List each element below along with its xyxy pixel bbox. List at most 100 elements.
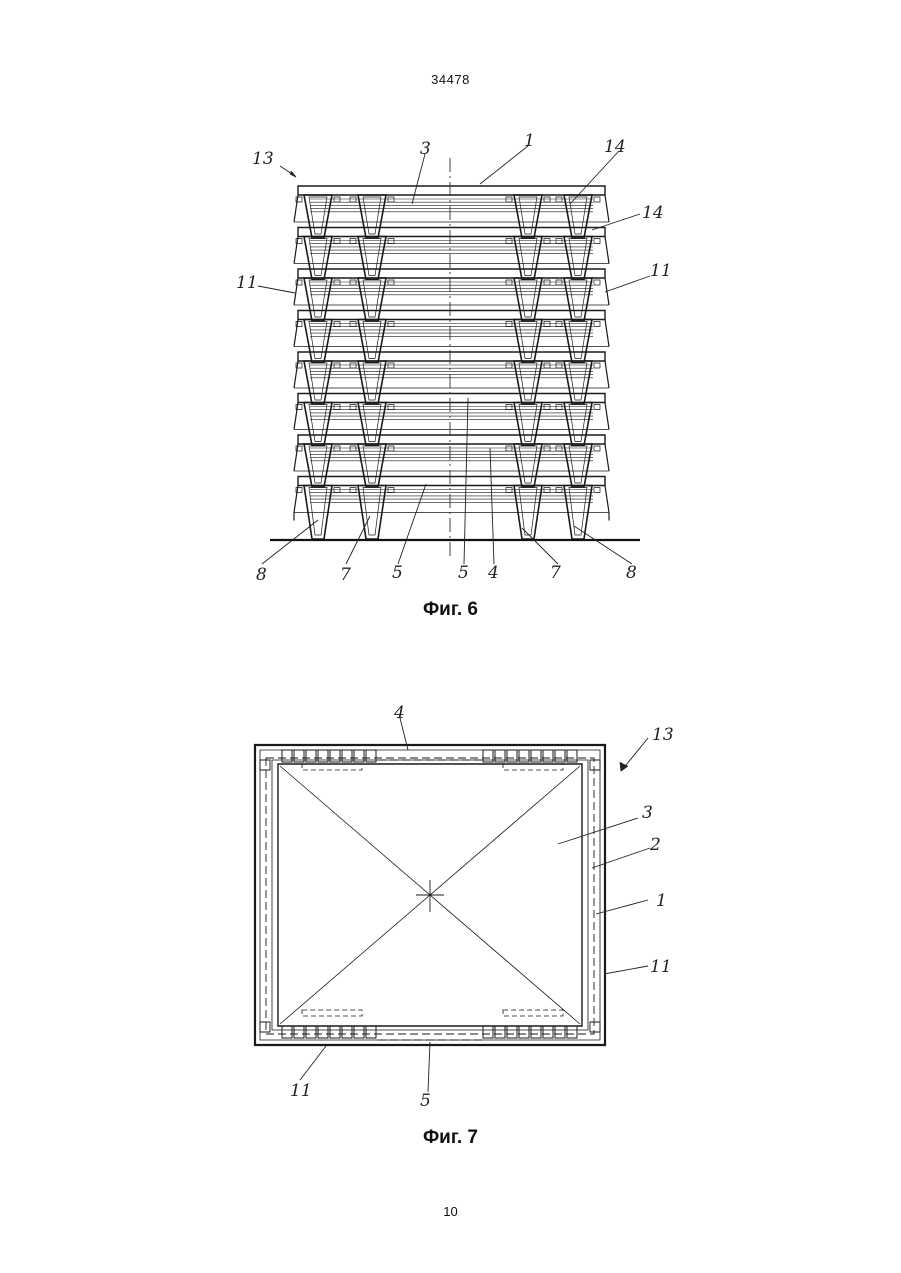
label-11-left: 11 bbox=[236, 273, 258, 293]
pallet-leg bbox=[514, 403, 542, 446]
pallet-leg-inner bbox=[309, 363, 327, 400]
fastener-block bbox=[594, 280, 600, 285]
figure-7-pallet-plan-drawing: 4 13 3 2 1 11 11 5 bbox=[200, 700, 700, 1125]
pallet-leg-inner bbox=[309, 239, 327, 276]
label-14-lower: 14 bbox=[642, 203, 664, 223]
pallet-leg-inner bbox=[519, 363, 537, 400]
pallet-leg-inner bbox=[519, 280, 537, 317]
fastener-block bbox=[350, 405, 356, 410]
pallet-leg bbox=[358, 444, 386, 487]
pallet-rim bbox=[298, 352, 605, 361]
pallet-leg bbox=[304, 278, 332, 321]
pallet-leg-inner bbox=[569, 488, 587, 536]
pallet-leg-inner bbox=[363, 239, 381, 276]
label-5-left: 5 bbox=[392, 563, 403, 583]
fastener-block bbox=[594, 405, 600, 410]
page-number: 10 bbox=[0, 1204, 901, 1219]
pallet-leg-inner bbox=[309, 488, 327, 536]
pallet-leg bbox=[358, 278, 386, 321]
fastener-block bbox=[544, 446, 550, 451]
rail-slot bbox=[567, 1026, 577, 1038]
fastener-block bbox=[544, 363, 550, 368]
rail-slot bbox=[330, 1026, 340, 1038]
pallet-rim bbox=[298, 435, 605, 444]
fastener-block bbox=[544, 322, 550, 327]
rail-slot bbox=[306, 1026, 316, 1038]
pallet-leg bbox=[564, 361, 592, 404]
pallet-leg bbox=[304, 195, 332, 238]
label-2: 2 bbox=[649, 835, 661, 855]
fastener-block bbox=[506, 446, 512, 451]
fastener-block bbox=[334, 239, 340, 244]
label-1: 1 bbox=[656, 891, 667, 911]
pallet-leg-inner bbox=[569, 239, 587, 276]
pallet-leg bbox=[564, 195, 592, 238]
fastener-block bbox=[388, 363, 394, 368]
fastener-block bbox=[506, 280, 512, 285]
pallet-side-wall bbox=[605, 195, 609, 222]
fastener-block bbox=[506, 322, 512, 327]
pallet-leg-inner bbox=[363, 363, 381, 400]
fastener-block bbox=[594, 446, 600, 451]
pallet-side-wall bbox=[605, 237, 609, 264]
pallet-leg bbox=[358, 361, 386, 404]
pallet-leg-inner bbox=[309, 405, 327, 442]
pallet-rim bbox=[298, 477, 605, 486]
fastener-block bbox=[556, 446, 562, 451]
pallet-leg-inner bbox=[519, 239, 537, 276]
fastener-block bbox=[388, 488, 394, 493]
pallet-rim bbox=[298, 228, 605, 237]
rail-slot bbox=[318, 1026, 328, 1038]
fastener-block bbox=[334, 322, 340, 327]
fastener-block bbox=[556, 197, 562, 202]
label-7-left: 7 bbox=[340, 565, 351, 585]
fastener-block bbox=[350, 446, 356, 451]
rail-slot bbox=[543, 1026, 553, 1038]
fastener-block bbox=[506, 239, 512, 244]
fastener-block bbox=[334, 405, 340, 410]
pallet-leg bbox=[564, 403, 592, 446]
fastener-block bbox=[388, 239, 394, 244]
label-11-right: 11 bbox=[650, 957, 672, 977]
label-8-left: 8 bbox=[256, 565, 267, 585]
pallet-leg bbox=[514, 320, 542, 363]
pallet-leg bbox=[358, 195, 386, 238]
pallet-leg bbox=[564, 237, 592, 280]
fastener-block bbox=[350, 488, 356, 493]
fastener-block bbox=[594, 197, 600, 202]
pallet-leg-inner bbox=[363, 322, 381, 359]
label-11-left: 11 bbox=[290, 1081, 312, 1101]
pallet-leg-inner bbox=[569, 280, 587, 317]
pallet-leg bbox=[304, 444, 332, 487]
pallet-rim bbox=[298, 186, 605, 195]
fastener-block bbox=[556, 322, 562, 327]
fastener-block bbox=[388, 322, 394, 327]
fastener-block bbox=[544, 239, 550, 244]
fastener-block bbox=[334, 446, 340, 451]
label-13: 13 bbox=[652, 725, 674, 745]
pallet-leg bbox=[514, 237, 542, 280]
rail-slot bbox=[531, 1026, 541, 1038]
pallet-leg-inner bbox=[569, 363, 587, 400]
pallet-leg bbox=[304, 403, 332, 446]
pallet-leg-inner bbox=[363, 405, 381, 442]
fastener-block bbox=[556, 239, 562, 244]
pallet-rim bbox=[298, 311, 605, 320]
rail-slot bbox=[294, 1026, 304, 1038]
pallet-side-wall bbox=[605, 486, 609, 513]
rail-slot bbox=[354, 1026, 364, 1038]
figure-6-stacked-pallets-drawing: 13 3 1 14 14 11 11 8 7 5 5 4 7 8 bbox=[200, 108, 700, 598]
label-7-right: 7 bbox=[550, 563, 561, 583]
dashed-rail-segment bbox=[503, 764, 563, 770]
fastener-block bbox=[556, 363, 562, 368]
label-14-top: 14 bbox=[604, 137, 626, 157]
dashed-rail-segment bbox=[302, 1010, 362, 1016]
pallet-side-wall bbox=[605, 320, 609, 347]
dashed-rail-segment bbox=[503, 1010, 563, 1016]
pallet-leg bbox=[514, 195, 542, 238]
pallet-leg-inner bbox=[519, 322, 537, 359]
fastener-block bbox=[544, 488, 550, 493]
rail-slot bbox=[342, 1026, 352, 1038]
pallet-leg bbox=[564, 320, 592, 363]
pallet-leg bbox=[358, 320, 386, 363]
